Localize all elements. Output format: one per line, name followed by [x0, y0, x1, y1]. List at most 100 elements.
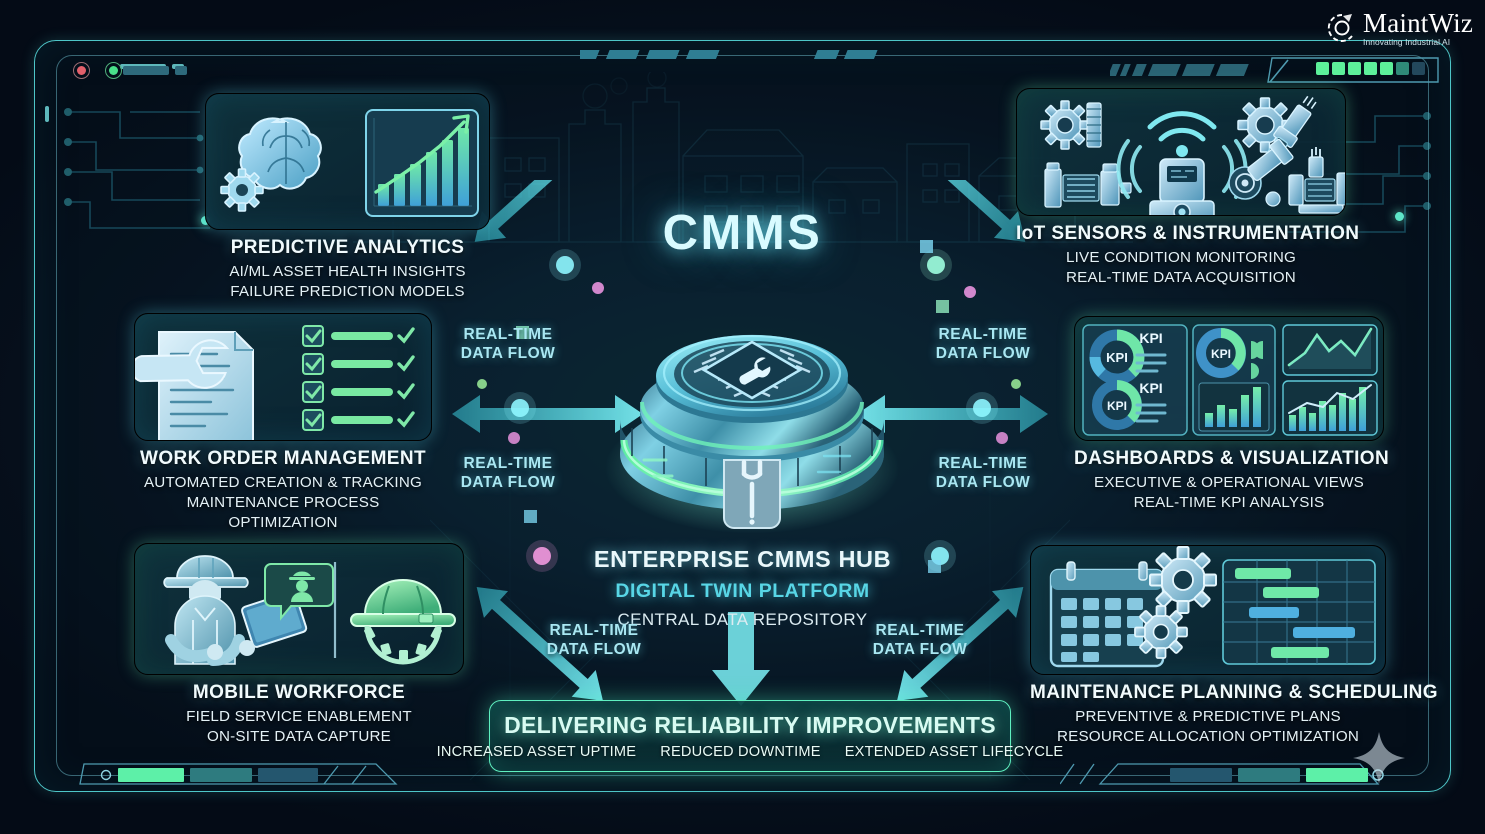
gear-icon-small	[1134, 605, 1188, 659]
titlebar-chip-2	[175, 66, 187, 75]
bar-chart-icon	[1198, 382, 1270, 432]
hub-caption: ENTERPRISE CMMS HUB DIGITAL TWIN PLATFOR…	[0, 542, 1485, 634]
hud-inner-frame	[56, 55, 1429, 776]
leaf-indicator-icon	[1251, 341, 1263, 379]
flow-label-mid-left: REAL-TIME DATA FLOW	[460, 455, 556, 491]
hud-node-right	[1395, 212, 1404, 221]
panel-title-iot-sensors: IoT SENSORS & INSTRUMENTATION	[1016, 223, 1360, 244]
hud-top-center-marks	[580, 50, 878, 59]
kpi-label-3: KPI	[1107, 399, 1127, 413]
panel-title-mobile-workforce: MOBILE WORKFORCE	[192, 682, 406, 703]
hud-led-bay-frame	[1267, 57, 1439, 83]
calendar-icon	[1049, 561, 1165, 668]
window-status-dot[interactable]	[105, 62, 122, 79]
brand-tagline: Innovating Industrial AI	[1363, 37, 1451, 47]
flow-label-bottom-left: REAL-TIME DATA FLOW	[546, 622, 642, 658]
pump-icon	[1288, 147, 1345, 214]
panel-sub1-mobile-workforce: FIELD SERVICE ENABLEMENT	[186, 708, 412, 725]
panel-maintenance-planning[interactable]: MAINTENANCE PLANNING & SCHEDULING PREVEN…	[1030, 545, 1438, 747]
panel-predictive-analytics[interactable]: PREDICTIVE ANALYTICS AI/ML ASSET HEALTH …	[205, 93, 490, 302]
motor-icon	[1044, 162, 1132, 208]
panel-iot-sensors[interactable]: IoT SENSORS & INSTRUMENTATION LIVE CONDI…	[1016, 88, 1360, 288]
panel-sub2-dashboards-visualization: REAL-TIME KPI ANALYSIS	[1133, 494, 1325, 512]
hud-tick-left-vert	[45, 106, 49, 122]
benefit-3: EXTENDED ASSET LIFECYCLE	[844, 744, 1064, 760]
benefit-1: INCREASED ASSET UPTIME	[436, 744, 637, 760]
iot-sensors-art	[1016, 88, 1346, 216]
technician-tablet-icon	[163, 555, 308, 666]
maintenance-planning-art	[1030, 545, 1386, 675]
gear-icon	[220, 168, 264, 212]
cmms-hub-device-icon	[604, 334, 900, 534]
hud-bottom-left-bay	[79, 763, 398, 785]
panel-mobile-workforce[interactable]: MOBILE WORKFORCE FIELD SERVICE ENABLEMEN…	[134, 543, 464, 747]
panel-dashboards-visualization[interactable]: KPI KPI KPI KPI	[1074, 316, 1390, 513]
led-1	[1316, 62, 1329, 75]
kpi-label-1: KPI	[1106, 350, 1128, 365]
led-3	[1348, 62, 1361, 75]
led-6	[1396, 62, 1409, 75]
led-4	[1364, 62, 1377, 75]
flow-label-mid-right: REAL-TIME DATA FLOW	[935, 455, 1031, 491]
brain-icon	[238, 117, 322, 190]
wrench-icon	[135, 339, 230, 389]
led-5	[1380, 62, 1393, 75]
outcome-banner[interactable]: DELIVERING RELIABILITY IMPROVEMENTS INCR…	[437, 700, 1063, 772]
flow-label-top-right: REAL-TIME DATA FLOW	[935, 326, 1031, 362]
panel-title-work-order-management: WORK ORDER MANAGEMENT	[140, 448, 426, 469]
growth-bar-chart-icon	[365, 109, 479, 217]
gantt-chart-icon	[1222, 559, 1376, 665]
flow-label-bottom-right: REAL-TIME DATA FLOW	[872, 622, 968, 658]
hud-bottom-right-bay	[1060, 763, 1384, 785]
hub-title: CMMS	[662, 206, 823, 260]
hub-caption-primary: ENTERPRISE CMMS HUB	[593, 546, 892, 572]
titlebar-chip-1	[123, 66, 169, 75]
panel-title-maintenance-planning: MAINTENANCE PLANNING & SCHEDULING	[1030, 682, 1438, 703]
predictive-analytics-art	[205, 93, 490, 230]
panel-sub1-maintenance-planning: PREVENTIVE & PREDICTIVE PLANS	[1075, 708, 1341, 725]
brand-name: MaintWiz	[1363, 8, 1473, 38]
panel-title-predictive-analytics: PREDICTIVE ANALYTICS	[230, 237, 465, 258]
donut-kpi-icon-3: KPI	[1196, 328, 1246, 378]
donut-kpi-icon-1: KPI	[1089, 329, 1145, 385]
banner-benefits: INCREASED ASSET UPTIME REDUCED DOWNTIME …	[437, 744, 1064, 760]
line-chart-icon	[1282, 324, 1378, 376]
sparkle-icon	[1353, 732, 1405, 784]
panel-work-order-management[interactable]: WORK ORDER MANAGEMENT AUTOMATED CREATION…	[134, 313, 432, 533]
panel-sub2-predictive-analytics: FAILURE PREDICTION MODELS	[230, 283, 465, 301]
dashboards-icons: KPI KPI KPI KPI	[1082, 324, 1378, 436]
work-order-icons	[135, 325, 415, 440]
gear-icon-large	[1149, 546, 1217, 614]
kpi-label-4: KPI	[1139, 380, 1162, 396]
kpi-label-2: KPI	[1139, 330, 1162, 346]
dashboards-art: KPI KPI KPI KPI	[1074, 316, 1384, 441]
brand-logo[interactable]: MaintWiz Innovating Industrial AI	[1325, 10, 1473, 46]
hud-topright-chips	[1110, 59, 1289, 83]
data-flow-arrows	[452, 180, 1048, 706]
maintenance-planning-icons	[1049, 546, 1376, 668]
valve-icon	[1228, 138, 1294, 207]
hub-caption-tertiary: CENTRAL DATA REPOSITORY	[617, 610, 868, 630]
panel-title-dashboards-visualization: DASHBOARDS & VISUALIZATION	[1074, 448, 1390, 469]
kpi-label-5: KPI	[1211, 347, 1231, 361]
panel-sub2-mobile-workforce: ON-SITE DATA CAPTURE	[206, 728, 391, 746]
window-close-dot[interactable]	[73, 62, 90, 79]
checklist-icon	[302, 325, 415, 431]
wifi-sensor-icon	[1116, 111, 1248, 215]
panel-sub1-dashboards-visualization: EXECUTIVE & OPERATIONAL VIEWS	[1094, 474, 1364, 491]
led-7	[1412, 62, 1425, 75]
circuit-trace-left	[64, 108, 210, 229]
led-2	[1332, 62, 1345, 75]
banner-title: DELIVERING RELIABILITY IMPROVEMENTS	[504, 712, 996, 738]
flow-label-top-left: REAL-TIME DATA FLOW	[460, 326, 556, 362]
panel-sub1-predictive-analytics: AI/ML ASSET HEALTH INSIGHTS	[229, 263, 466, 280]
panel-sub2-work-order-management: MAINTENANCE PROCESS OPTIMIZATION	[186, 494, 380, 532]
gear-icon	[1040, 100, 1102, 150]
worker-badge-icon	[264, 563, 334, 621]
combo-chart-icon	[1282, 380, 1378, 436]
hub-caption-secondary: DIGITAL TWIN PLATFORM	[615, 580, 870, 603]
work-order-art	[134, 313, 432, 441]
hard-hat-gear-icon	[350, 579, 456, 665]
gear-swirl-icon	[1327, 14, 1353, 43]
